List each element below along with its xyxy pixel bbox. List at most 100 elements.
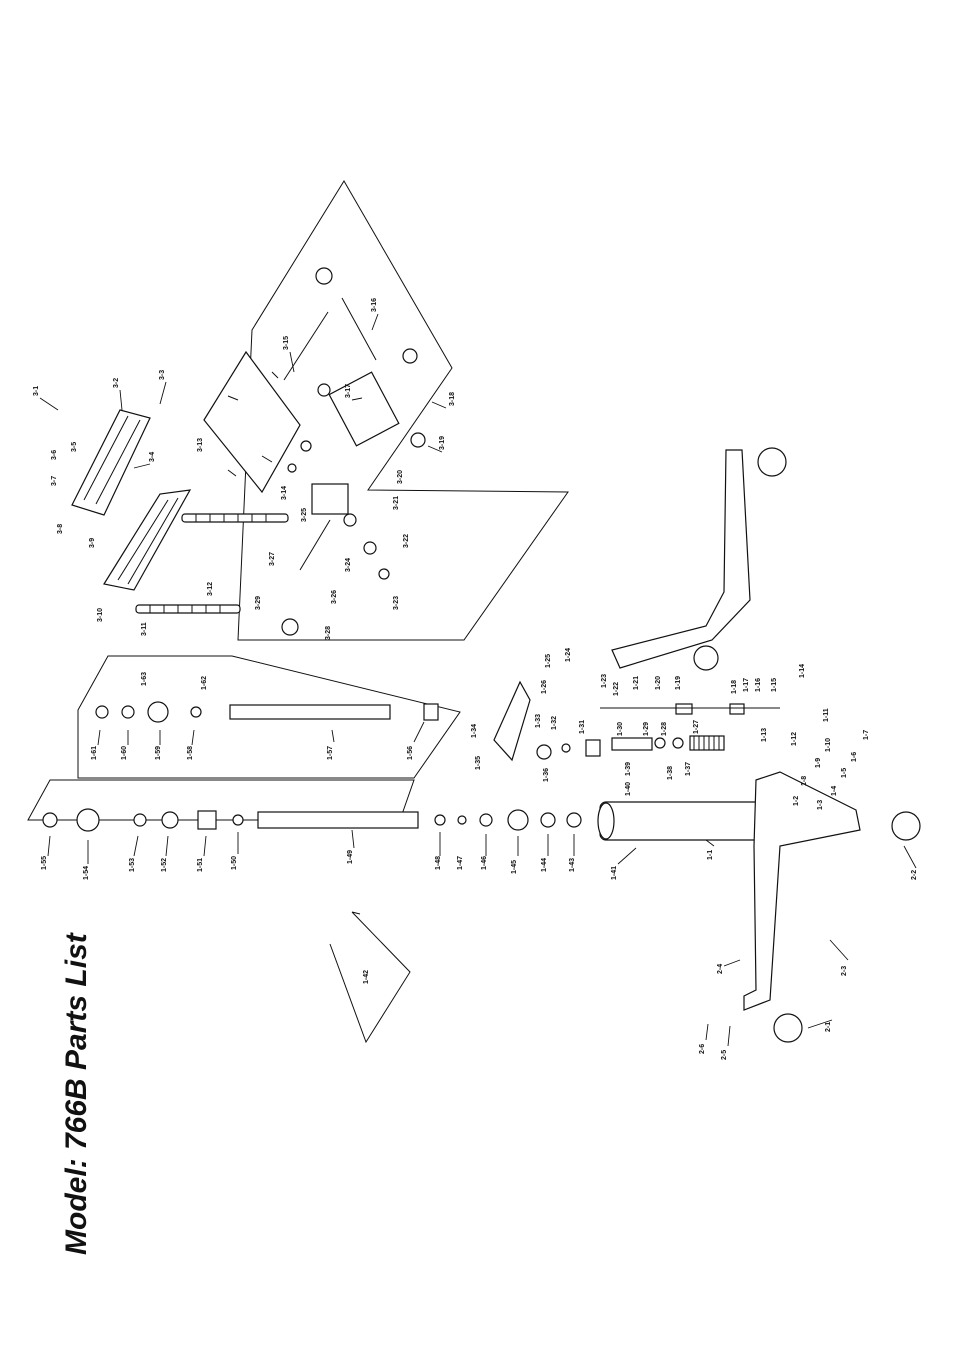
label-3-29: 3-29 <box>255 596 262 610</box>
label-1-41: 1-41 <box>611 866 618 880</box>
label-2-1: 2-1 <box>825 1022 832 1032</box>
label-1-51: 1-51 <box>197 858 204 872</box>
label-3-3: 3-3 <box>159 370 166 380</box>
label-1-57: 1-57 <box>327 746 334 760</box>
label-1-13: 1-13 <box>761 728 768 742</box>
label-1-7: 1-7 <box>863 730 870 740</box>
chain-lower <box>135 604 241 614</box>
label-3-23: 3-23 <box>393 596 400 610</box>
label-1-25: 1-25 <box>545 654 552 668</box>
label-3-20: 3-20 <box>397 470 404 484</box>
label-1-26: 1-26 <box>541 680 548 694</box>
label-1-5: 1-5 <box>841 768 848 778</box>
label-1-59: 1-59 <box>155 746 162 760</box>
label-2-3: 2-3 <box>841 966 848 976</box>
label-1-37: 1-37 <box>685 762 692 776</box>
label-1-44: 1-44 <box>541 858 548 872</box>
label-1-56: 1-56 <box>407 746 414 760</box>
label-3-16: 3-16 <box>371 298 378 312</box>
label-3-19: 3-19 <box>439 436 446 450</box>
label-1-2: 1-2 <box>793 796 800 806</box>
label-2-4: 2-4 <box>717 964 724 974</box>
mounting-plate <box>203 350 301 494</box>
label-1-34: 1-34 <box>471 724 478 738</box>
label-1-55: 1-55 <box>41 856 48 870</box>
label-2-5: 2-5 <box>721 1050 728 1060</box>
label-1-21: 1-21 <box>633 676 640 690</box>
label-1-29: 1-29 <box>643 722 650 736</box>
pin-3-15 <box>283 311 329 381</box>
label-3-2: 3-2 <box>113 378 120 388</box>
label-1-11: 1-11 <box>823 708 830 722</box>
label-1-38: 1-38 <box>667 766 674 780</box>
label-3-22: 3-22 <box>403 534 410 548</box>
label-3-7: 3-7 <box>51 476 58 486</box>
label-3-9: 3-9 <box>89 538 96 548</box>
label-1-53: 1-53 <box>129 858 136 872</box>
label-1-28: 1-28 <box>661 722 668 736</box>
label-3-6: 3-6 <box>51 450 58 460</box>
label-1-47: 1-47 <box>457 856 464 870</box>
label-1-4: 1-4 <box>831 786 838 796</box>
label-1-58: 1-58 <box>187 746 194 760</box>
label-1-60: 1-60 <box>121 746 128 760</box>
label-1-18: 1-18 <box>731 680 738 694</box>
pivot-block-3-17 <box>328 371 400 447</box>
label-3-27: 3-27 <box>269 552 276 566</box>
label-1-61: 1-61 <box>91 746 98 760</box>
label-1-54: 1-54 <box>83 866 90 880</box>
label-1-23: 1-23 <box>601 674 608 688</box>
label-3-15: 3-15 <box>283 336 290 350</box>
pump-piston-1-30 <box>611 737 653 751</box>
label-3-4: 3-4 <box>149 452 156 462</box>
label-1-19: 1-19 <box>675 676 682 690</box>
label-3-21: 3-21 <box>393 496 400 510</box>
label-1-31: 1-31 <box>579 720 586 734</box>
caster-right <box>891 811 921 841</box>
label-1-32: 1-32 <box>551 716 558 730</box>
label-1-15: 1-15 <box>771 678 778 692</box>
knob-3-28 <box>281 618 299 636</box>
label-3-8: 3-8 <box>57 524 64 534</box>
leader-lines <box>39 313 917 1047</box>
pedal-1-35 <box>493 680 531 762</box>
label-1-48: 1-48 <box>435 856 442 870</box>
label-1-8: 1-8 <box>801 776 808 786</box>
top-leg <box>611 449 751 669</box>
label-3-10: 3-10 <box>97 608 104 622</box>
pivot-block-3-25 <box>311 483 349 515</box>
page-title: Model: 766B Parts List <box>60 931 93 1255</box>
label-1-45: 1-45 <box>511 860 518 874</box>
lower-legs <box>743 771 861 1011</box>
label-1-12: 1-12 <box>791 732 798 746</box>
label-1-20: 1-20 <box>655 676 662 690</box>
inner-ram-outline <box>77 655 461 779</box>
rod-3-26 <box>299 519 331 571</box>
label-3-11: 3-11 <box>141 622 148 636</box>
label-1-49: 1-49 <box>347 850 354 864</box>
label-1-62: 1-62 <box>201 676 208 690</box>
main-cylinder-1-1 <box>599 801 771 841</box>
caster-upper-mid <box>693 645 719 671</box>
label-1-33: 1-33 <box>535 714 542 728</box>
label-1-30: 1-30 <box>617 722 624 736</box>
label-1-9: 1-9 <box>815 758 822 768</box>
handle-1-42 <box>329 911 411 1044</box>
label-3-12: 3-12 <box>207 582 214 596</box>
label-1-36: 1-36 <box>543 768 550 782</box>
lower-slide-bracket <box>103 489 192 591</box>
label-3-1: 3-1 <box>33 386 40 396</box>
rod-3-16 <box>341 297 377 361</box>
label-1-17: 1-17 <box>743 678 750 692</box>
label-1-63: 1-63 <box>141 672 148 686</box>
label-1-39: 1-39 <box>625 762 632 776</box>
label-1-1: 1-1 <box>707 850 714 860</box>
label-3-26: 3-26 <box>331 590 338 604</box>
label-1-24: 1-24 <box>565 648 572 662</box>
label-3-13: 3-13 <box>197 438 204 452</box>
label-3-17: 3-17 <box>345 384 352 398</box>
label-3-25: 3-25 <box>301 508 308 522</box>
label-2-6: 2-6 <box>699 1044 706 1054</box>
label-1-3: 1-3 <box>817 800 824 810</box>
label-2-2: 2-2 <box>911 870 918 880</box>
